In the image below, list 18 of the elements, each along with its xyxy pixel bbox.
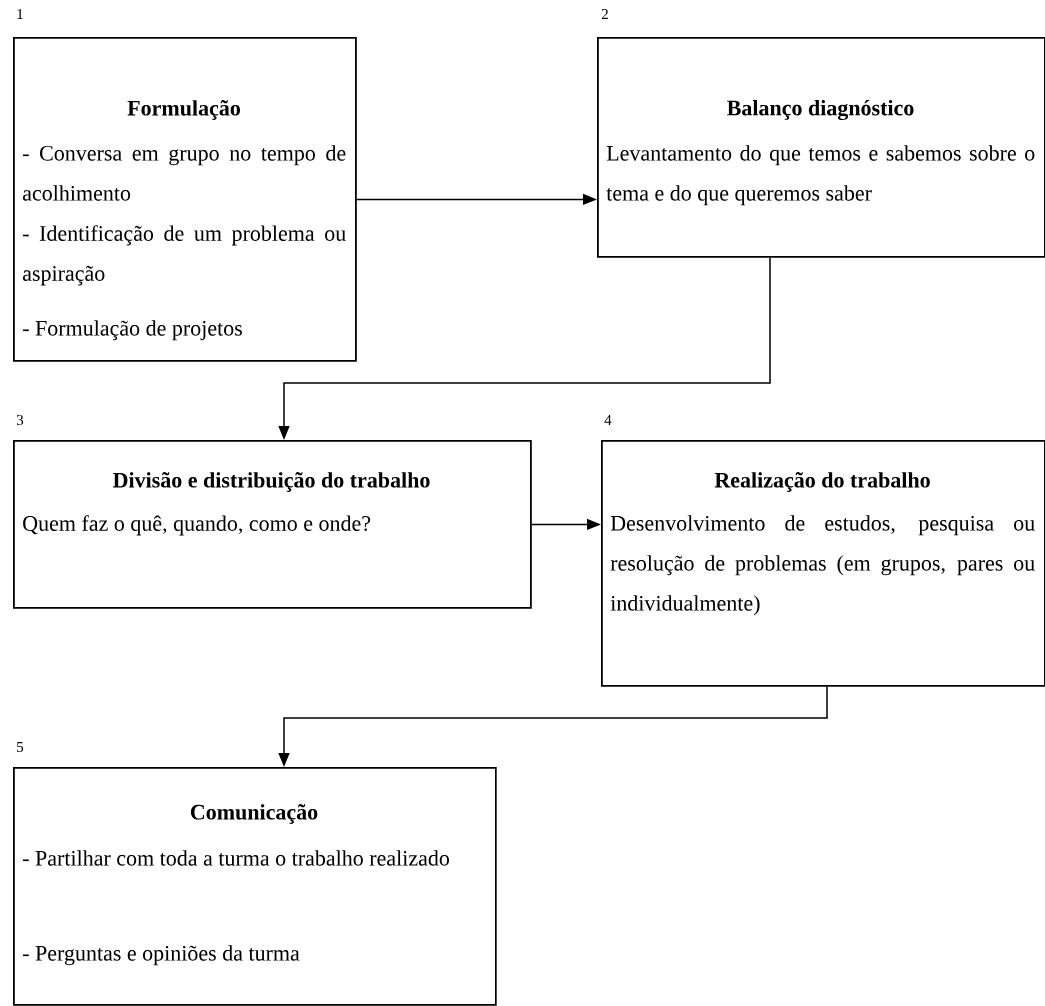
box-heading: Comunicação — [190, 804, 318, 824]
step-number: 5 — [17, 742, 24, 752]
box-text: - Perguntas e opiniões da turma — [23, 945, 300, 966]
box-text: - Formulação de projetos — [23, 320, 242, 341]
box-text: Quem faz o quê, quando, como e onde? — [23, 515, 371, 536]
box-text: - Identificação de um problema ou aspiração — [22, 225, 346, 286]
box-text: - Conversa em grupo no tempo de acolhimento — [22, 145, 346, 201]
box-text: Desenvolvimento de estudos, pesquisa ou resolução de problemas (em grupos, pares ou individualmente) — [610, 515, 1035, 616]
step-number: 1 — [17, 9, 23, 19]
box-heading: Balanço diagnóstico — [727, 99, 914, 121]
box-text: Levantamento do que temos e sabemos sobre o tema e do que queremos saber — [606, 145, 1035, 206]
box-heading: Divisão e distribuição do trabalho — [113, 472, 430, 492]
step-number: 3 — [16, 414, 24, 426]
box-text: - Partilhar com toda a turma o trabalho realizado — [23, 850, 450, 866]
box-heading: Formulação — [127, 100, 240, 120]
box-heading: Realização do trabalho — [714, 472, 930, 492]
step-number: 2 — [601, 9, 608, 19]
step-number: 4 — [604, 415, 612, 425]
